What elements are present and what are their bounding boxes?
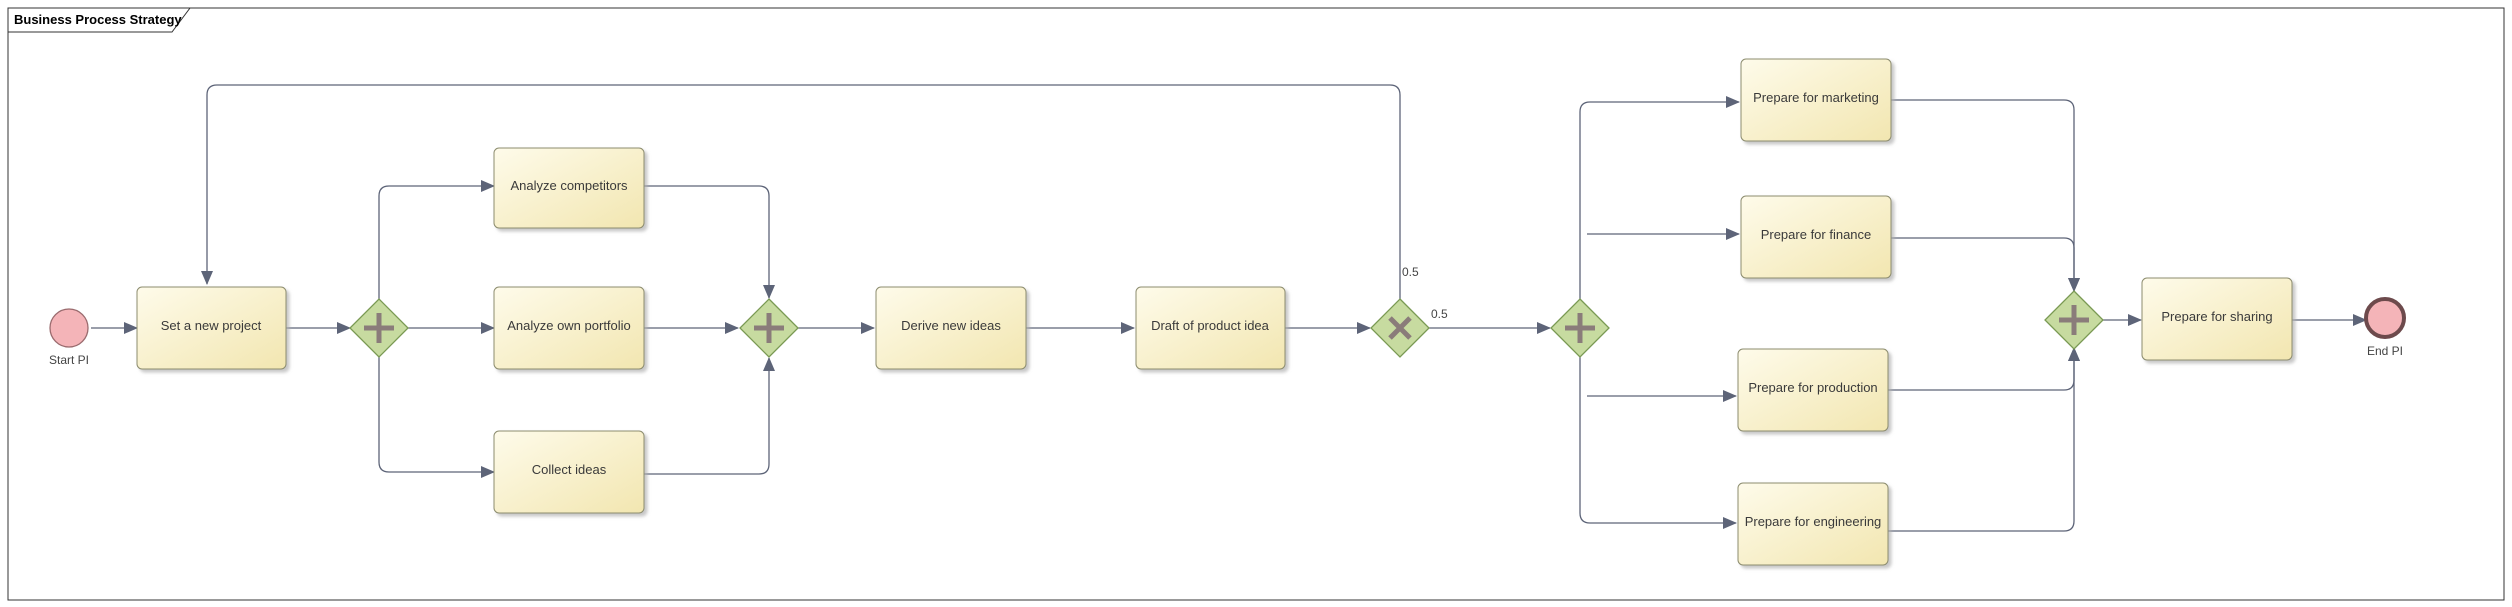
task-derive-ideas-label: Derive new ideas <box>901 318 1001 333</box>
flow-split-to-competitors <box>378 180 495 300</box>
frame-title: Business Process Strategy <box>14 12 182 27</box>
task-draft-idea[interactable] <box>1135 286 1286 370</box>
start-event[interactable]: Start PI <box>49 308 89 367</box>
task-prep-sharing[interactable] <box>2141 277 2293 361</box>
loop-back-probability: 0.5 <box>1402 265 1419 279</box>
task-draft-idea-label: Draft of product idea <box>1151 318 1270 333</box>
task-analyze-portfolio[interactable] <box>493 286 645 370</box>
task-derive-ideas[interactable] <box>875 286 1027 370</box>
flow-engineering-to-join2 <box>1888 347 2080 532</box>
task-prep-finance-label: Prepare for finance <box>1761 227 1872 242</box>
parallel-gateway-split-1[interactable] <box>349 298 409 358</box>
end-event[interactable]: End PI <box>2364 297 2406 358</box>
flow-loop-back <box>201 84 1401 300</box>
start-event-label: Start PI <box>49 353 89 367</box>
task-prep-sharing-label: Prepare for sharing <box>2161 309 2272 324</box>
exclusive-gateway-decision[interactable] <box>1370 298 1430 358</box>
diagram-frame: Business Process Strategy <box>7 7 2505 601</box>
task-prep-marketing[interactable] <box>1740 58 1892 142</box>
plus-icon <box>2059 305 2089 335</box>
task-analyze-portfolio-label: Analyze own portfolio <box>507 318 631 333</box>
flow-finance-to-join2 <box>1891 237 2080 292</box>
task-prep-engineering-label: Prepare for engineering <box>1745 514 1882 529</box>
flow-production-to-join2 <box>1888 347 2080 391</box>
flow-competitors-to-join <box>644 185 775 299</box>
flow-split2-to-marketing <box>1579 96 1740 300</box>
end-event-label: End PI <box>2367 344 2403 358</box>
task-prep-finance[interactable] <box>1740 195 1892 279</box>
x-icon <box>1388 316 1412 340</box>
task-prep-production[interactable] <box>1737 348 1889 432</box>
task-prep-marketing-label: Prepare for marketing <box>1753 90 1879 105</box>
plus-icon <box>364 313 394 343</box>
parallel-gateway-split-2[interactable] <box>1550 298 1610 358</box>
forward-probability: 0.5 <box>1431 307 1448 321</box>
task-set-new-project-label: Set a new project <box>161 318 262 333</box>
connectors <box>91 84 2367 532</box>
plus-icon <box>1565 313 1595 343</box>
parallel-gateway-join-2[interactable] <box>2044 290 2104 350</box>
task-analyze-competitors[interactable] <box>493 147 645 229</box>
task-collect-ideas-label: Collect ideas <box>532 462 607 477</box>
plus-icon <box>754 313 784 343</box>
flow-marketing-to-join2 <box>1891 99 2080 292</box>
flow-split2-to-engineering <box>1579 356 1737 529</box>
task-prep-production-label: Prepare for production <box>1748 380 1877 395</box>
task-collect-ideas[interactable] <box>493 430 645 514</box>
flow-collect-to-join <box>644 357 775 475</box>
task-prep-engineering[interactable] <box>1737 482 1889 566</box>
task-set-new-project[interactable] <box>136 286 287 370</box>
task-analyze-competitors-label: Analyze competitors <box>510 178 628 193</box>
flow-split-to-collect <box>378 356 495 478</box>
parallel-gateway-join-1[interactable] <box>739 298 799 358</box>
